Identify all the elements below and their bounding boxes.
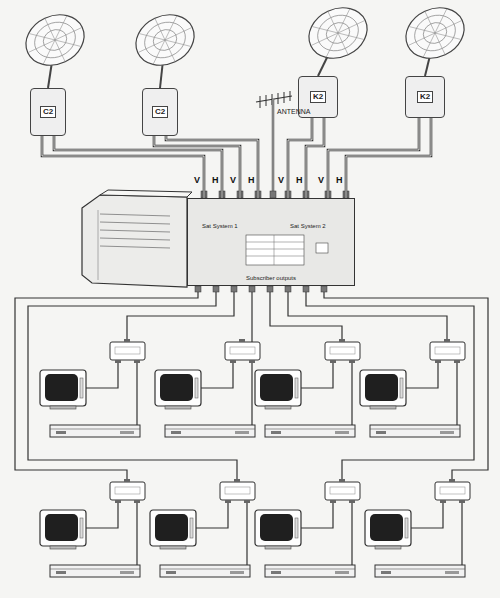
satellite-dishes — [18, 0, 473, 88]
terrestrial-antenna — [256, 91, 292, 198]
cable-core — [154, 136, 240, 198]
multiswitch-body — [82, 190, 192, 287]
cable-outline — [42, 136, 204, 198]
cable-outline — [154, 136, 240, 198]
subscriber-cables — [15, 292, 488, 482]
polarity-label: H — [336, 176, 343, 185]
cable-outline — [54, 136, 222, 198]
panel-text: Subscriber outputs — [246, 275, 296, 281]
info-plate — [188, 199, 356, 287]
cable-core — [42, 136, 204, 198]
polarity-label: V — [318, 176, 324, 185]
lnb-label: C2 — [152, 106, 168, 118]
coax-cable — [306, 118, 324, 198]
coax-cable — [166, 136, 258, 198]
cable-outline — [288, 118, 312, 198]
cable-core — [288, 118, 312, 198]
polarity-label: H — [248, 176, 255, 185]
polarity-label: V — [278, 176, 284, 185]
lnb-box: C2 — [142, 88, 178, 136]
coax-cable — [346, 118, 431, 198]
lnb-label: K2 — [417, 91, 433, 103]
polarity-label: V — [230, 176, 236, 185]
cable-core — [166, 136, 258, 198]
splitter-tv-receiver-units — [40, 339, 470, 577]
polarity-label: V — [194, 176, 200, 185]
cable-core — [54, 136, 222, 198]
cable-outline — [306, 118, 324, 198]
coax-cable — [154, 136, 240, 198]
panel-text: Sat System 1 — [202, 223, 238, 229]
cable-outline — [346, 118, 431, 198]
cable-outline — [166, 136, 258, 198]
lnb-box: C2 — [30, 88, 66, 136]
lnb-label: K2 — [310, 91, 326, 103]
cable-core — [306, 118, 324, 198]
lnb-label: C2 — [40, 106, 56, 118]
lnb-box: K2 — [405, 76, 445, 118]
antenna-label: ANTENNA — [277, 108, 310, 115]
cable-core — [346, 118, 431, 198]
coax-cable — [54, 136, 222, 198]
panel-text: Sat System 2 — [290, 223, 326, 229]
cable-core — [328, 118, 419, 198]
polarity-label: H — [212, 176, 219, 185]
coax-cable — [42, 136, 204, 198]
polarity-label: H — [296, 176, 303, 185]
coax-cable — [328, 118, 419, 198]
cable-outline — [328, 118, 419, 198]
multiswitch-panel: Sat System 1 Sat System 2 Subscriber outpu… — [187, 198, 355, 286]
coax-cable — [288, 118, 312, 198]
